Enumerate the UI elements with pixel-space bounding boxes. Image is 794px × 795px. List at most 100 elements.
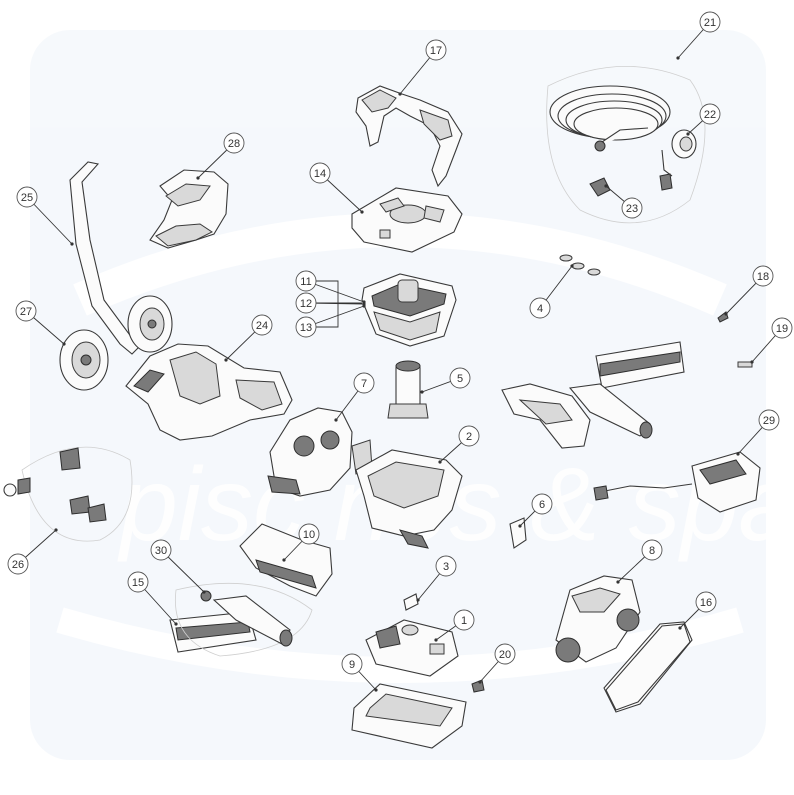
callout-number-29: 29 <box>763 415 775 427</box>
callout-19: 19 <box>750 317 793 364</box>
callout-number-24: 24 <box>256 320 268 332</box>
part-7-side-motor-block <box>267 407 373 497</box>
callout-number-22: 22 <box>704 109 716 121</box>
callout-9: 9 <box>341 653 378 692</box>
callout-tip-24 <box>224 358 228 362</box>
callout-15: 15 <box>127 571 178 626</box>
callout-bubble-23 <box>621 197 643 219</box>
callout-20: 20 <box>478 643 516 684</box>
callout-tip-16 <box>678 626 682 630</box>
callout-number-19: 19 <box>776 323 788 335</box>
callout-26: 26 <box>7 528 58 575</box>
part-14-top-cover <box>351 187 463 253</box>
callout-bubble-29 <box>758 409 780 431</box>
part-29-power-supply <box>593 451 761 513</box>
part-19-spring <box>737 361 753 368</box>
callout-number-2: 2 <box>466 431 472 443</box>
callout-number-25: 25 <box>21 192 33 204</box>
callout-bubble-20 <box>494 643 516 665</box>
callout-bubble-22 <box>699 103 721 125</box>
callout-24: 24 <box>224 314 273 362</box>
callout-tip-23 <box>604 184 608 188</box>
callout-1: 1 <box>434 609 475 642</box>
callout-number-15: 15 <box>132 577 144 589</box>
callout-number-26: 26 <box>12 559 24 571</box>
part-8-drive-frame <box>555 575 641 663</box>
callout-4: 4 <box>529 264 574 319</box>
callout-17: 17 <box>398 39 447 96</box>
part-23-connector <box>589 177 611 197</box>
part-24-caddy-base <box>125 343 293 441</box>
callout-10: 10 <box>282 523 320 562</box>
part-roller-right <box>568 383 653 439</box>
callout-number-11: 11 <box>300 276 311 288</box>
callout-3: 3 <box>416 555 457 602</box>
callout-bubble-7 <box>353 372 375 394</box>
part-4-small-washers <box>559 254 601 276</box>
callout-tip-14 <box>360 210 364 214</box>
callout-number-3: 3 <box>443 561 449 573</box>
callout-30: 30 <box>150 539 206 594</box>
part-22-swivel <box>659 129 697 191</box>
callout-bubble-14 <box>309 162 331 184</box>
callout-tip-3 <box>416 598 420 602</box>
callout-11: 11 <box>295 270 366 304</box>
callout-bubble-28 <box>223 132 245 154</box>
callout-bubble-8 <box>641 539 663 561</box>
callout-number-5: 5 <box>457 373 463 385</box>
callout-25: 25 <box>16 186 74 246</box>
callout-number-21: 21 <box>704 17 716 29</box>
callout-number-12: 12 <box>300 298 312 310</box>
callout-bubble-5 <box>449 367 471 389</box>
callout-number-8: 8 <box>649 545 655 557</box>
callout-tip-9 <box>374 688 378 692</box>
callout-bubble-26 <box>7 553 29 575</box>
callout-bubble-6 <box>531 493 553 515</box>
callout-5: 5 <box>420 367 471 394</box>
callout-bubble-3 <box>435 555 457 577</box>
callout-tip-17 <box>398 92 402 96</box>
callout-12: 12 <box>295 292 366 314</box>
callout-bubble-16 <box>695 591 717 613</box>
part-front-cover-right <box>501 383 591 449</box>
callout-tip-18 <box>724 312 728 316</box>
callout-bubble-19 <box>771 317 793 339</box>
callout-bubble-11 <box>295 270 317 292</box>
callout-tip-20 <box>478 680 482 684</box>
callout-21: 21 <box>676 11 721 60</box>
part-9-bottom-plate <box>351 683 467 749</box>
callout-tip-29 <box>736 452 740 456</box>
callout-tip-4 <box>570 264 574 268</box>
part-5-pump-motor <box>387 360 429 419</box>
callout-tip-1 <box>434 638 438 642</box>
callout-number-1: 1 <box>461 615 467 627</box>
callout-14: 14 <box>309 162 364 214</box>
callout-bubble-25 <box>16 186 38 208</box>
callout-7: 7 <box>334 372 375 422</box>
callout-tip-2 <box>438 460 442 464</box>
part-11-13-filter-basket <box>361 273 457 347</box>
callout-tip-6 <box>518 524 522 528</box>
callout-tip-10 <box>282 558 286 562</box>
callout-number-6: 6 <box>539 499 545 511</box>
callout-tip-13 <box>362 304 366 308</box>
callout-tip-19 <box>750 360 754 364</box>
callout-number-27: 27 <box>20 306 32 318</box>
callout-bubble-30 <box>150 539 172 561</box>
part-brush-right <box>595 341 685 389</box>
part-15-brush-left <box>169 611 257 653</box>
callouts-layer: 1234567891011121314151617181920212223242… <box>7 11 793 692</box>
part-17-top-handle <box>355 85 463 188</box>
callout-6: 6 <box>518 493 553 528</box>
callout-number-18: 18 <box>757 271 769 283</box>
callout-tip-7 <box>334 418 338 422</box>
callout-tip-25 <box>70 242 74 246</box>
callout-number-13: 13 <box>300 322 312 334</box>
callout-bubble-12 <box>295 292 317 314</box>
part-16-track-belt <box>603 621 693 713</box>
callout-tip-28 <box>196 176 200 180</box>
callout-22: 22 <box>686 103 721 136</box>
callout-tip-15 <box>174 622 178 626</box>
